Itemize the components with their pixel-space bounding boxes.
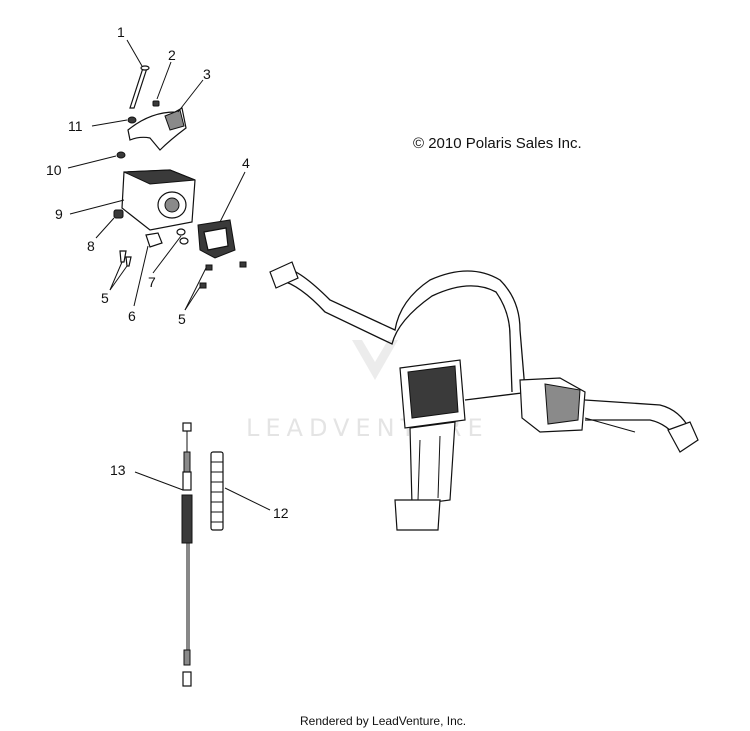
handlebar-assembly[interactable]: [269, 261, 699, 531]
callout-2: 2: [168, 47, 176, 63]
callout-3: 3: [203, 66, 211, 82]
part-6-plate[interactable]: [133, 232, 163, 307]
callout-10: 10: [46, 162, 62, 178]
callout-5-left: 5: [101, 290, 109, 306]
part-9-housing[interactable]: [69, 169, 196, 231]
callout-7: 7: [148, 274, 156, 290]
footer-text: Rendered by LeadVenture, Inc.: [300, 714, 466, 728]
part-11-bushing[interactable]: [91, 116, 137, 127]
watermark-logo-mark: [352, 340, 398, 380]
part-4-bracket[interactable]: [197, 171, 246, 259]
part-13-cable[interactable]: [134, 422, 193, 687]
copyright-text: © 2010 Polaris Sales Inc.: [413, 135, 582, 152]
callout-12: 12: [273, 505, 289, 521]
callout-5-right: 5: [178, 311, 186, 327]
part-1-pin[interactable]: [126, 39, 150, 109]
part-3-cover[interactable]: [127, 79, 204, 151]
callout-6: 6: [128, 308, 136, 324]
callout-4: 4: [242, 155, 250, 171]
part-5-screws-right[interactable]: [184, 261, 247, 311]
callout-11: 11: [68, 118, 83, 134]
callout-9: 9: [55, 206, 63, 222]
part-12-spring[interactable]: [210, 451, 271, 531]
part-7-washers[interactable]: [152, 228, 189, 274]
callout-8: 8: [87, 238, 95, 254]
callout-1: 1: [117, 24, 125, 40]
part-10-oring[interactable]: [67, 151, 126, 169]
part-8-plug[interactable]: [95, 209, 124, 239]
part-5-screws-left[interactable]: [109, 250, 132, 291]
callout-13: 13: [110, 462, 126, 478]
part-2-clip[interactable]: [152, 61, 172, 107]
